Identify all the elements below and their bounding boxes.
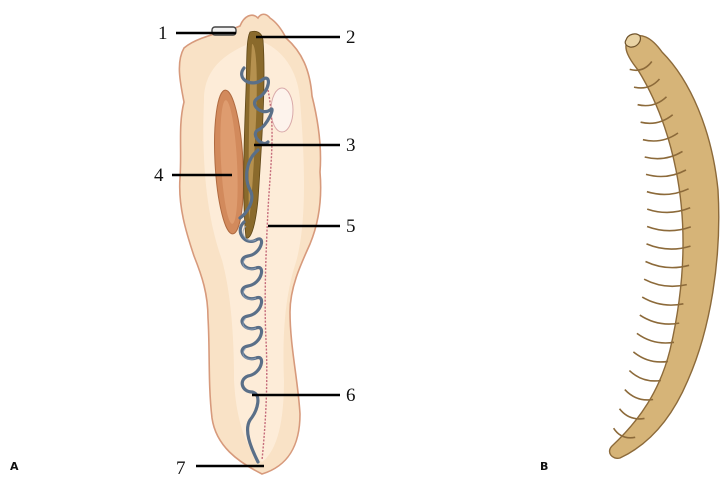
spiral-ridge: [640, 315, 679, 324]
panel-label-b: B: [540, 460, 548, 473]
label-2: 2: [346, 27, 356, 48]
spiral-ridge: [629, 371, 661, 381]
label-5: 5: [346, 216, 356, 237]
label-6: 6: [346, 385, 356, 406]
spiral-ridge: [642, 297, 683, 305]
label-4: 4: [154, 165, 164, 186]
specimen-a: [179, 14, 320, 474]
panel-label-a: A: [10, 460, 19, 473]
spiral-ridge: [633, 352, 668, 362]
label-1: 1: [158, 23, 168, 44]
spiral-ridge: [644, 279, 687, 286]
spiral-ridge: [625, 390, 653, 400]
label-7: 7: [176, 458, 186, 479]
specimen-b: [610, 34, 719, 458]
spiral-ridge: [637, 333, 674, 343]
label-3: 3: [346, 135, 356, 156]
seminal-receptacle: [271, 88, 293, 132]
